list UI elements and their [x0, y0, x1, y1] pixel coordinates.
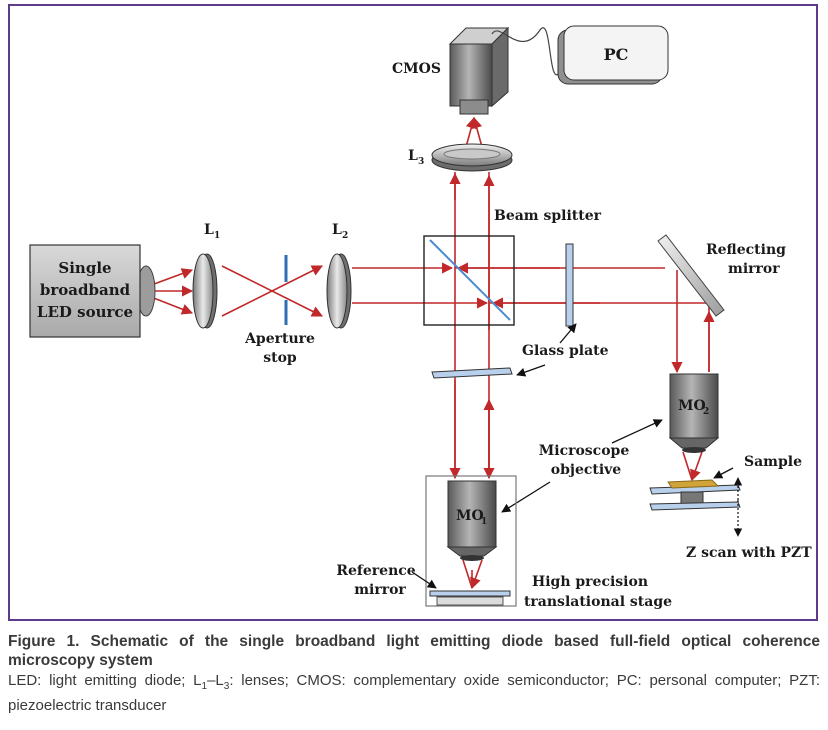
translational-stage-box	[425, 475, 517, 607]
z-scan-label: Z scan with PZT	[686, 545, 812, 561]
beam-paths	[145, 116, 715, 590]
legend-dash: –L	[207, 672, 224, 689]
microscope-label-line1: Microscope	[539, 443, 630, 459]
beam-splitter-label: Beam splitter	[494, 208, 602, 224]
caption-legend: LED: light emitting diode; L1–L3: lenses…	[8, 671, 820, 715]
legend-sub-1: 1	[201, 681, 208, 692]
legend-part-b: : lenses; CMOS: complementary oxide semi…	[8, 672, 820, 714]
cmos-label: CMOS	[392, 61, 441, 77]
glass-plate-label: Glass plate	[522, 343, 609, 359]
beam-splitter: Beam splitter	[423, 208, 602, 326]
schematic-diagram: Single broadband LED source L 1 Aperture…	[29, 25, 812, 610]
glass-plate-vertical	[565, 243, 574, 327]
pc-label: PC	[604, 45, 629, 64]
lens-l2: L 2	[326, 222, 352, 329]
l3-label: L	[408, 148, 418, 164]
legend-sub-3: 3	[223, 681, 230, 692]
mo1-label: MO	[456, 508, 484, 524]
lens-l3: L 3	[408, 143, 513, 172]
l2-label: L	[332, 222, 342, 238]
mo1-body	[447, 480, 497, 548]
microscope-objective-mo2: MO 2	[668, 373, 720, 453]
reference-label-line1: Reference	[336, 563, 415, 579]
microscope-label-line2: objective	[551, 462, 622, 478]
mo2-label-sub: 2	[703, 407, 709, 417]
aperture-label-line1: Aperture	[244, 331, 315, 347]
sample-stage: Sample Z scan with PZT	[649, 454, 812, 561]
caption-title: Figure 1. Schematic of the single broadb…	[8, 633, 820, 669]
legend-part-a: LED: light emitting diode; L	[8, 672, 202, 689]
l2-label-sub: 2	[342, 231, 348, 241]
reflecting-mirror-label-line1: Reflecting	[706, 242, 786, 258]
aperture-stop: Aperture stop	[244, 255, 315, 366]
reference-mirror	[429, 590, 511, 597]
led-source: Single broadband LED source	[29, 244, 156, 338]
glass-plate-horizontal: Glass plate	[431, 323, 609, 379]
lens-l1: L 1	[192, 222, 220, 329]
stage-label-line2: translational stage	[524, 594, 672, 610]
pc-box: PC	[557, 25, 669, 85]
cmos-camera: CMOS	[392, 26, 561, 115]
l3-label-sub: 3	[418, 157, 424, 167]
cmos-pc-cable	[491, 27, 561, 76]
reflecting-mirror-label-line2: mirror	[728, 261, 780, 277]
source-label-line1: Single	[58, 259, 111, 277]
reference-label-line2: mirror	[354, 582, 406, 598]
reference-arm: MO 1 Reference mirror High precision tra…	[336, 475, 672, 610]
l1-label-sub: 1	[214, 231, 220, 241]
source-label-line3: LED source	[37, 303, 133, 321]
microscope-objective-callout: Microscope objective	[501, 419, 663, 513]
source-label-line2: broadband	[40, 281, 131, 299]
reflecting-mirror: Reflecting mirror	[657, 234, 786, 317]
stage-label-line1: High precision	[532, 574, 648, 590]
figure-caption: Figure 1. Schematic of the single broadb…	[8, 632, 820, 715]
mo1-label-sub: 1	[481, 517, 487, 527]
l1-label: L	[204, 222, 214, 238]
sample-label: Sample	[744, 454, 802, 470]
mo2-label: MO	[678, 398, 706, 414]
aperture-label-line2: stop	[263, 350, 297, 366]
